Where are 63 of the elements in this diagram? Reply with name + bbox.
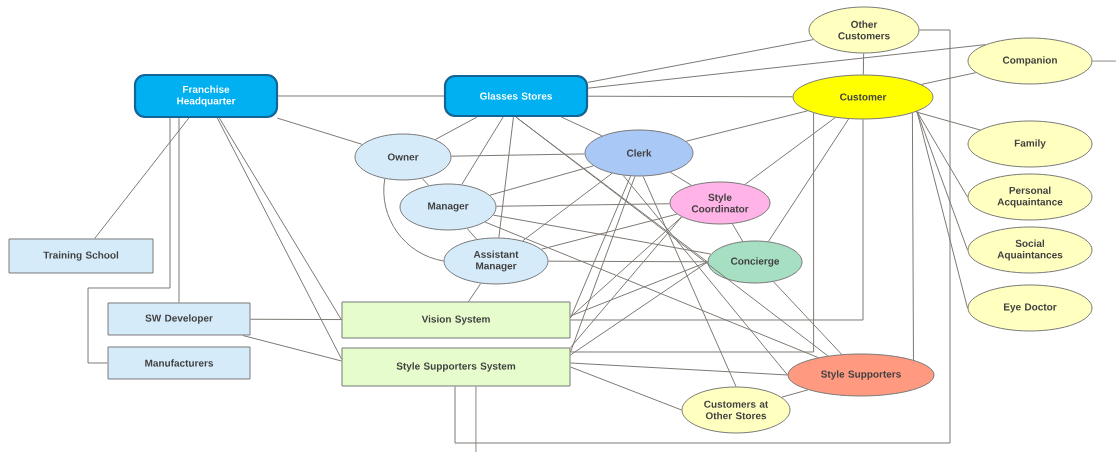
connector-line [916, 110, 968, 309]
connector-line [587, 95, 793, 98]
entity-box: Training School [8, 238, 154, 274]
connector-line [781, 389, 809, 398]
connector-line [669, 171, 692, 186]
connector-line [570, 261, 708, 317]
connector-line [242, 335, 342, 362]
entity-box: Manufacturers [107, 346, 251, 380]
connector-line [484, 221, 819, 359]
connector-line [434, 116, 478, 140]
connector-line [862, 53, 865, 75]
connector-line [466, 228, 478, 240]
connector-line [468, 283, 482, 302]
entity-box: SW Developer [107, 302, 251, 336]
connector-line [250, 318, 342, 321]
connector-line [587, 44, 986, 89]
connector-line [916, 110, 968, 198]
connector-line [768, 118, 850, 242]
connector-line [515, 116, 829, 357]
entity-box: Style Supporters System [341, 347, 571, 387]
connector-line [570, 112, 815, 353]
connector-line [570, 216, 683, 348]
connector-line [540, 213, 678, 250]
connector-line [461, 116, 504, 185]
connector-line [454, 29, 951, 444]
connector-line [587, 39, 814, 83]
connector-line [685, 110, 808, 142]
connector-line [744, 117, 836, 185]
connector-line [216, 117, 342, 360]
connector-line [276, 117, 363, 145]
connector-line [87, 117, 171, 364]
connector-line [561, 116, 603, 137]
connector-line [451, 153, 586, 157]
connector-line [920, 72, 977, 85]
organization-box: Glasses Stores [443, 74, 589, 118]
connector-line [548, 260, 708, 263]
connector-line [731, 223, 744, 242]
connector-line [570, 119, 864, 321]
connector-line [475, 386, 477, 452]
connector-line [522, 172, 613, 242]
connector-line [498, 116, 514, 239]
connector-line [911, 112, 914, 361]
connector-line [570, 175, 632, 319]
connector-line [178, 117, 180, 303]
connector-line [570, 175, 636, 353]
organization-box: Franchise Headquarter [133, 73, 279, 119]
connector-line [277, 95, 445, 97]
connector-line [773, 281, 843, 355]
connector-line [570, 362, 788, 376]
connector-line [218, 117, 342, 321]
connector-line [421, 178, 430, 186]
entity-box: Vision System [341, 301, 571, 339]
connector-line [570, 261, 708, 356]
connector-line [1092, 60, 1116, 62]
connector-line [915, 111, 981, 131]
connector-line [489, 165, 594, 196]
connector-line [570, 366, 682, 411]
connector-line [642, 175, 737, 387]
connector-line [94, 117, 190, 239]
connector-line [496, 203, 671, 207]
connector-line [383, 178, 444, 262]
connector-line [493, 214, 712, 255]
connector-line [622, 175, 788, 376]
